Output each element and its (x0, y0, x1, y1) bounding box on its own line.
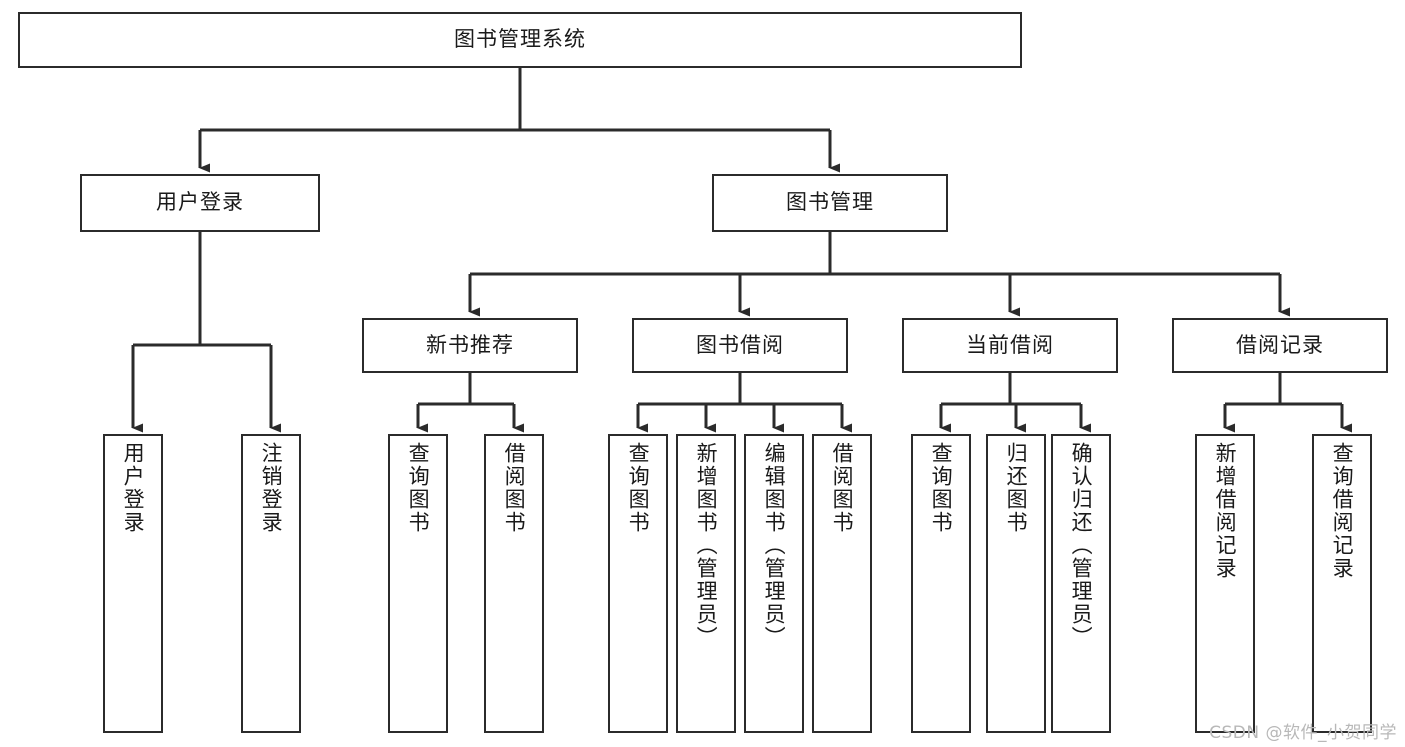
node-leaf-return-book-label: 归还图书 (1004, 442, 1029, 534)
node-leaf-add-borrow-record-label: 新增借阅记录 (1213, 442, 1238, 580)
node-leaf-logout-login[interactable]: 注销登录 (241, 434, 301, 733)
node-leaf-edit-book-admin[interactable]: 编辑图书（管理员） (744, 434, 804, 733)
node-leaf-edit-book-admin-label: 编辑图书（管理员） (762, 442, 787, 649)
node-leaf-borrow-book-1-label: 借阅图书 (502, 442, 527, 534)
node-leaf-query-book-3-label: 查询图书 (929, 442, 954, 534)
node-book-manage-label: 图书管理 (786, 190, 874, 215)
node-book-manage[interactable]: 图书管理 (712, 174, 948, 232)
node-leaf-query-book-3[interactable]: 查询图书 (911, 434, 971, 733)
node-current-borrow-label: 当前借阅 (966, 332, 1054, 357)
node-leaf-borrow-book-2-label: 借阅图书 (830, 442, 855, 534)
node-leaf-query-borrow-record[interactable]: 查询借阅记录 (1312, 434, 1372, 733)
node-book-borrow-label: 图书借阅 (696, 332, 784, 357)
node-leaf-confirm-return-admin-label: 确认归还（管理员） (1069, 442, 1094, 649)
node-leaf-logout-login-label: 注销登录 (259, 442, 284, 534)
node-leaf-return-book[interactable]: 归还图书 (986, 434, 1046, 733)
node-root-label: 图书管理系统 (454, 27, 586, 52)
node-leaf-add-borrow-record[interactable]: 新增借阅记录 (1195, 434, 1255, 733)
node-leaf-borrow-book-2[interactable]: 借阅图书 (812, 434, 872, 733)
node-leaf-user-login[interactable]: 用户登录 (103, 434, 163, 733)
node-leaf-query-book-2[interactable]: 查询图书 (608, 434, 668, 733)
node-leaf-user-login-label: 用户登录 (121, 442, 146, 534)
node-root[interactable]: 图书管理系统 (18, 12, 1022, 68)
csdn-watermark: CSDN @软件_小贺同学 (1209, 723, 1397, 743)
node-leaf-query-book-1[interactable]: 查询图书 (388, 434, 448, 733)
node-leaf-query-borrow-record-label: 查询借阅记录 (1330, 442, 1355, 580)
node-leaf-query-book-2-label: 查询图书 (626, 442, 651, 534)
node-leaf-query-book-1-label: 查询图书 (406, 442, 431, 534)
node-new-book-recommend[interactable]: 新书推荐 (362, 318, 578, 373)
node-new-book-recommend-label: 新书推荐 (426, 332, 514, 357)
node-borrow-record-label: 借阅记录 (1236, 332, 1324, 357)
node-leaf-borrow-book-1[interactable]: 借阅图书 (484, 434, 544, 733)
node-user-login[interactable]: 用户登录 (80, 174, 320, 232)
node-leaf-add-book-admin[interactable]: 新增图书（管理员） (676, 434, 736, 733)
node-leaf-add-book-admin-label: 新增图书（管理员） (694, 442, 719, 649)
node-leaf-confirm-return-admin[interactable]: 确认归还（管理员） (1051, 434, 1111, 733)
node-user-login-label: 用户登录 (156, 190, 244, 215)
node-current-borrow[interactable]: 当前借阅 (902, 318, 1118, 373)
node-borrow-record[interactable]: 借阅记录 (1172, 318, 1388, 373)
node-book-borrow[interactable]: 图书借阅 (632, 318, 848, 373)
